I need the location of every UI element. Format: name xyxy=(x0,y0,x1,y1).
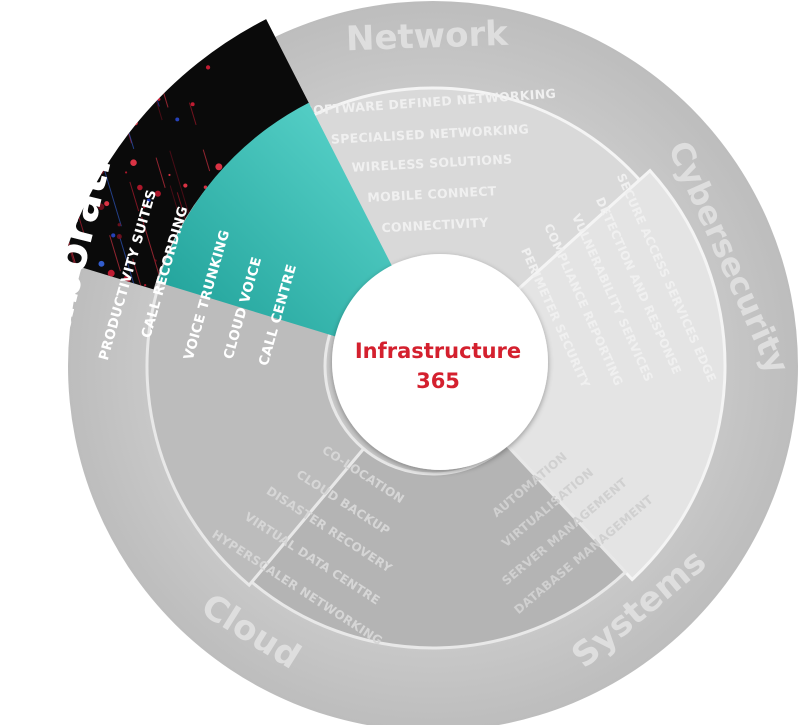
segment-collaboration xyxy=(158,102,396,339)
hub-title: Infrastructure xyxy=(355,339,521,363)
segment-systems xyxy=(249,442,628,650)
network-item: MOBILE CONNECT xyxy=(367,183,497,205)
featured-band-collaboration xyxy=(62,19,310,290)
segment-cloud xyxy=(145,243,366,588)
ring-label-network: Network xyxy=(345,14,510,60)
network-item: CONNECTIVITY xyxy=(381,215,489,236)
hub-subtitle: 365 xyxy=(416,369,460,393)
hub-circle xyxy=(332,254,548,470)
